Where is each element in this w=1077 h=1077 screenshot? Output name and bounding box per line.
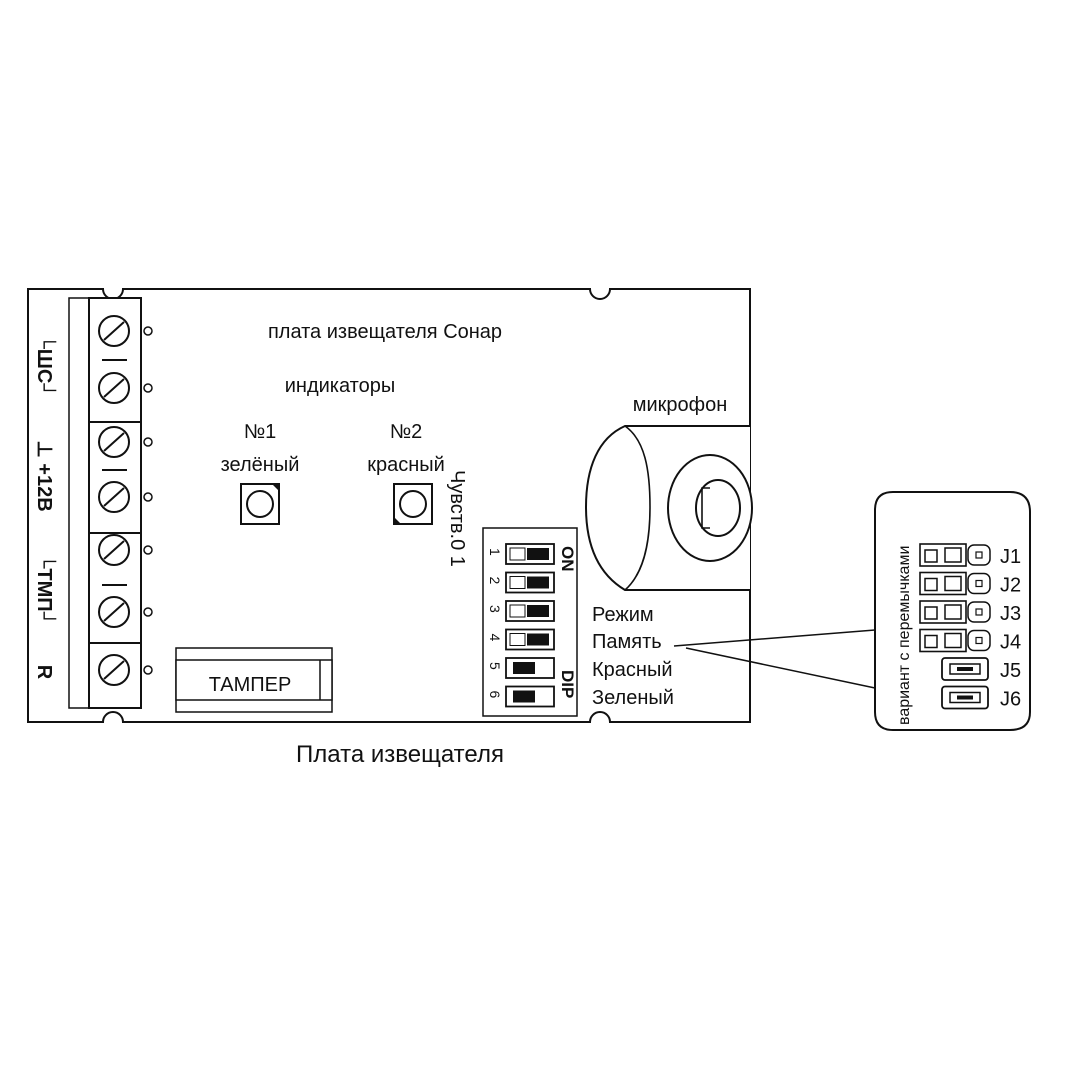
tamper-switch	[175, 647, 333, 713]
jumper-j2	[919, 571, 991, 596]
terminal-screw	[98, 534, 153, 566]
jumper-variant-label: вариант с перемычками	[896, 546, 913, 725]
jumper-label-j2: J2	[1000, 575, 1021, 597]
dip-number-3: 3	[487, 605, 503, 613]
jumper-label-j3: J3	[1000, 603, 1021, 625]
callout-line	[673, 629, 876, 647]
jumper-label-j1: J1	[1000, 546, 1021, 568]
dip-switch-4	[505, 628, 555, 651]
microphone-label: микрофон	[633, 394, 728, 416]
terminal-label-shs: └ШС┘	[33, 335, 57, 398]
led2-color: красный	[367, 454, 445, 476]
dip-switch-6	[505, 685, 555, 708]
terminal-label-power: ⊥ +12В	[33, 440, 55, 511]
jumper-j5	[941, 657, 989, 681]
terminal-screw	[98, 315, 153, 347]
led1-color: зелёный	[221, 454, 300, 476]
dip-function-red: Красный	[592, 659, 673, 681]
board-title: плата извещателя Сонар	[268, 321, 502, 343]
dip-switch-2	[505, 571, 555, 594]
sensitivity-label: Чувств.0 1	[446, 470, 468, 567]
jumper-j1	[919, 543, 991, 567]
dip-number-4: 4	[487, 634, 503, 642]
dip-switch-block: 1 2 3 4 5 6	[482, 527, 578, 717]
led2-number: №2	[390, 421, 423, 443]
jumper-j6	[941, 685, 989, 710]
dip-switch-3	[505, 600, 555, 622]
terminal-label-tmp: └ТМП┘	[33, 554, 57, 626]
jumper-j4	[919, 628, 991, 653]
callout-line	[685, 647, 876, 689]
dip-function-mode: Режим	[592, 604, 654, 626]
dip-function-memory: Память	[592, 631, 662, 653]
dip-switch-1	[505, 543, 555, 565]
terminal-label-r: R	[33, 665, 55, 680]
dip-on-label: ON	[558, 546, 577, 572]
dip-number-2: 2	[487, 577, 503, 585]
figure-caption: Плата извещателя	[296, 741, 504, 768]
led1-number: №1	[244, 421, 277, 443]
microphone	[584, 425, 753, 591]
dip-number-6: 6	[487, 691, 503, 699]
terminal-screw	[98, 372, 153, 404]
led-indicator-green	[240, 483, 280, 525]
dip-function-green: Зеленый	[592, 687, 674, 709]
terminal-block	[68, 297, 153, 709]
tamper-label: ТАМПЕР	[209, 674, 292, 696]
dip-switch-5	[505, 657, 555, 679]
dip-number-5: 5	[487, 662, 503, 670]
terminal-screw	[98, 426, 153, 458]
jumper-label-j5: J5	[1000, 660, 1021, 682]
dip-number-1: 1	[487, 548, 503, 556]
terminal-screw	[98, 654, 153, 686]
jumper-j3	[919, 600, 991, 624]
terminal-screw	[98, 596, 153, 628]
jumper-label-j6: J6	[1000, 689, 1021, 711]
indicators-label: индикаторы	[285, 375, 396, 397]
led-indicator-red	[393, 483, 433, 525]
jumper-label-j4: J4	[1000, 632, 1021, 654]
dip-label: DIP	[558, 670, 577, 698]
terminal-screw	[98, 481, 153, 513]
